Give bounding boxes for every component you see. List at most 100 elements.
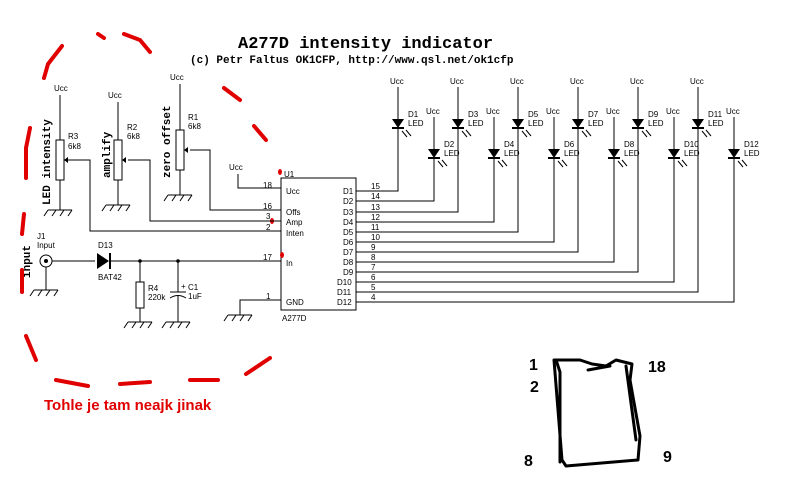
ic-pin-num-1: 1 xyxy=(266,292,271,301)
ucc-label: Ucc xyxy=(726,107,740,116)
led-ref: D2 xyxy=(444,140,455,149)
wire-pin1 xyxy=(239,299,281,315)
input-ref: J1 xyxy=(37,232,46,241)
diode-part: BAT42 xyxy=(98,273,122,282)
led-type: LED xyxy=(444,149,460,158)
pot-ref-r1: R1 xyxy=(188,113,199,122)
ucc-label: Ucc xyxy=(486,107,500,116)
ic-pin-num-16: 16 xyxy=(263,202,272,211)
capacitor-ref: C1 xyxy=(188,283,199,292)
ic-pin-name-d8: D8 xyxy=(343,258,354,267)
ic-pin-name-d10: D10 xyxy=(337,278,352,287)
pot-label-r2: amplify xyxy=(102,131,114,178)
schematic-subtitle: (c) Petr Faltus OK1CFP, http://www.qsl.n… xyxy=(190,55,514,67)
ic-pin-num-7: 7 xyxy=(371,263,376,272)
led-type: LED xyxy=(624,149,640,158)
ic-pin-name-d6: D6 xyxy=(343,238,354,247)
ic-pin-num-18: 18 xyxy=(263,181,272,190)
ic-pin-num-10: 10 xyxy=(371,233,380,242)
ic-pin-name-ucc: Ucc xyxy=(286,187,300,196)
ucc-label: Ucc xyxy=(630,77,644,86)
input-label: input xyxy=(22,245,34,278)
led-ref: D1 xyxy=(408,110,419,119)
ic-pin-name-d12: D12 xyxy=(337,298,352,307)
ic-pin-num-4: 4 xyxy=(371,293,376,302)
capacitor-value: 1uF xyxy=(188,292,202,301)
schematic-title: A277D intensity indicator xyxy=(238,35,493,54)
ic-pin-name-d9: D9 xyxy=(343,268,354,277)
package-pin-8: 8 xyxy=(524,453,533,470)
pot-label-r1: zero offset xyxy=(162,105,174,178)
ic-pin-name-d5: D5 xyxy=(343,228,354,237)
red-mark xyxy=(278,169,282,175)
resistor-r4: R4 220k xyxy=(123,259,166,329)
led-array: UccD1LEDUccD2LEDUccD3LEDUccD4LEDUccD5LED… xyxy=(356,77,760,303)
led-type: LED xyxy=(744,149,760,158)
package-pin-2: 2 xyxy=(530,379,539,396)
pot-value-r2: 6k8 xyxy=(127,132,140,141)
ic-pin-name-d1: D1 xyxy=(343,187,354,196)
led-ref: D4 xyxy=(504,140,515,149)
ic-pin-name-d4: D4 xyxy=(343,218,354,227)
ic-pin-num-8: 8 xyxy=(371,253,376,262)
input-name: Input xyxy=(37,241,56,250)
ic-pin-num-13: 13 xyxy=(371,203,380,212)
ucc-label: Ucc xyxy=(390,77,404,86)
led-type: LED xyxy=(708,119,724,128)
pot-label-r3: LED intensity xyxy=(42,119,54,205)
ic-pin-num-3: 3 xyxy=(266,212,271,221)
red-handdrawn-outline xyxy=(20,32,272,388)
capacitor-c1: + C1 1uF xyxy=(161,259,202,329)
ucc-label: Ucc xyxy=(54,84,68,93)
potentiometer-r2: Ucc R2 6k8 amplify xyxy=(102,91,140,205)
pot-ref-r2: R2 xyxy=(127,123,138,132)
ic-pin-name-d11: D11 xyxy=(337,288,352,297)
ic-pin-num-9: 9 xyxy=(371,243,376,252)
pot-value-r1: 6k8 xyxy=(188,122,201,131)
ucc-label: Ucc xyxy=(170,73,184,82)
capacitor-polarity: + xyxy=(181,282,186,291)
led-type: LED xyxy=(504,149,520,158)
ic-pin-name-inten: Inten xyxy=(286,229,304,238)
led-type: LED xyxy=(468,119,484,128)
ic-pin-num-15: 15 xyxy=(371,182,380,191)
ic-part: A277D xyxy=(282,314,307,323)
wire-pin2 xyxy=(70,159,281,232)
ucc-label: Ucc xyxy=(510,77,524,86)
led-ref: D10 xyxy=(684,140,699,149)
led-ref: D11 xyxy=(708,110,723,119)
ground-symbols xyxy=(43,194,193,217)
wire-pin3 xyxy=(128,159,281,222)
ic-pin-name-d7: D7 xyxy=(343,248,354,257)
ucc-label: Ucc xyxy=(108,91,122,100)
led-ref: D6 xyxy=(564,140,575,149)
ic-pin-name-amp: Amp xyxy=(286,218,303,227)
led-ref: D3 xyxy=(468,110,479,119)
input-connector-j1: J1 Input input xyxy=(22,232,95,297)
ucc-label: Ucc xyxy=(426,107,440,116)
pot-value-r3: 6k8 xyxy=(68,142,81,151)
package-pin-9: 9 xyxy=(663,449,672,466)
diode-d13: D13 BAT42 xyxy=(97,241,122,282)
package-pin-1: 1 xyxy=(529,357,538,374)
led-ref: D5 xyxy=(528,110,539,119)
ucc-label: Ucc xyxy=(450,77,464,86)
ic-pin-name-offs: Offs xyxy=(286,208,301,217)
red-mark xyxy=(280,252,284,258)
resistor-value: 220k xyxy=(148,293,166,302)
ic-pin-num-11: 11 xyxy=(371,223,380,232)
ucc-label: Ucc xyxy=(606,107,620,116)
ucc-label: Ucc xyxy=(570,77,584,86)
ic-pin-name-gnd: GND xyxy=(286,298,304,307)
led-type: LED xyxy=(684,149,700,158)
